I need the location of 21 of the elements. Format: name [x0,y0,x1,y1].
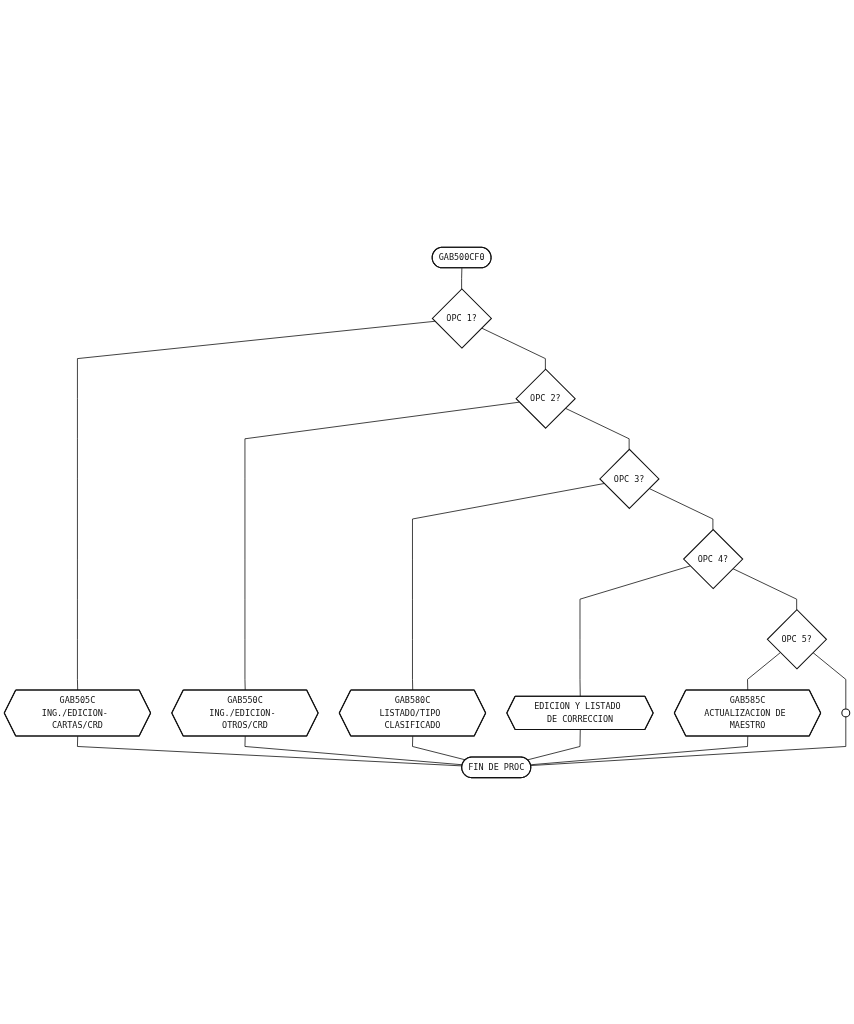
node-diamond: OPC 3? [599,448,660,509]
connector [530,716,847,766]
connector [461,267,463,289]
connector [412,735,466,760]
connector [481,327,546,370]
connector [747,651,781,691]
node-diamond: OPC 4? [682,528,744,589]
node-diamond: OPC 2? [515,367,576,429]
connector [244,401,520,691]
node-circle [841,708,851,717]
connector [579,565,691,697]
connector [530,735,749,765]
connector [77,320,436,691]
node-diamond: OPC 1? [431,287,493,349]
connector [648,487,714,530]
node-diamond: OPC 5? [766,608,828,670]
connector [564,407,630,450]
connector [527,729,581,760]
connector [412,482,605,691]
connector [812,651,847,709]
connector [732,567,798,610]
